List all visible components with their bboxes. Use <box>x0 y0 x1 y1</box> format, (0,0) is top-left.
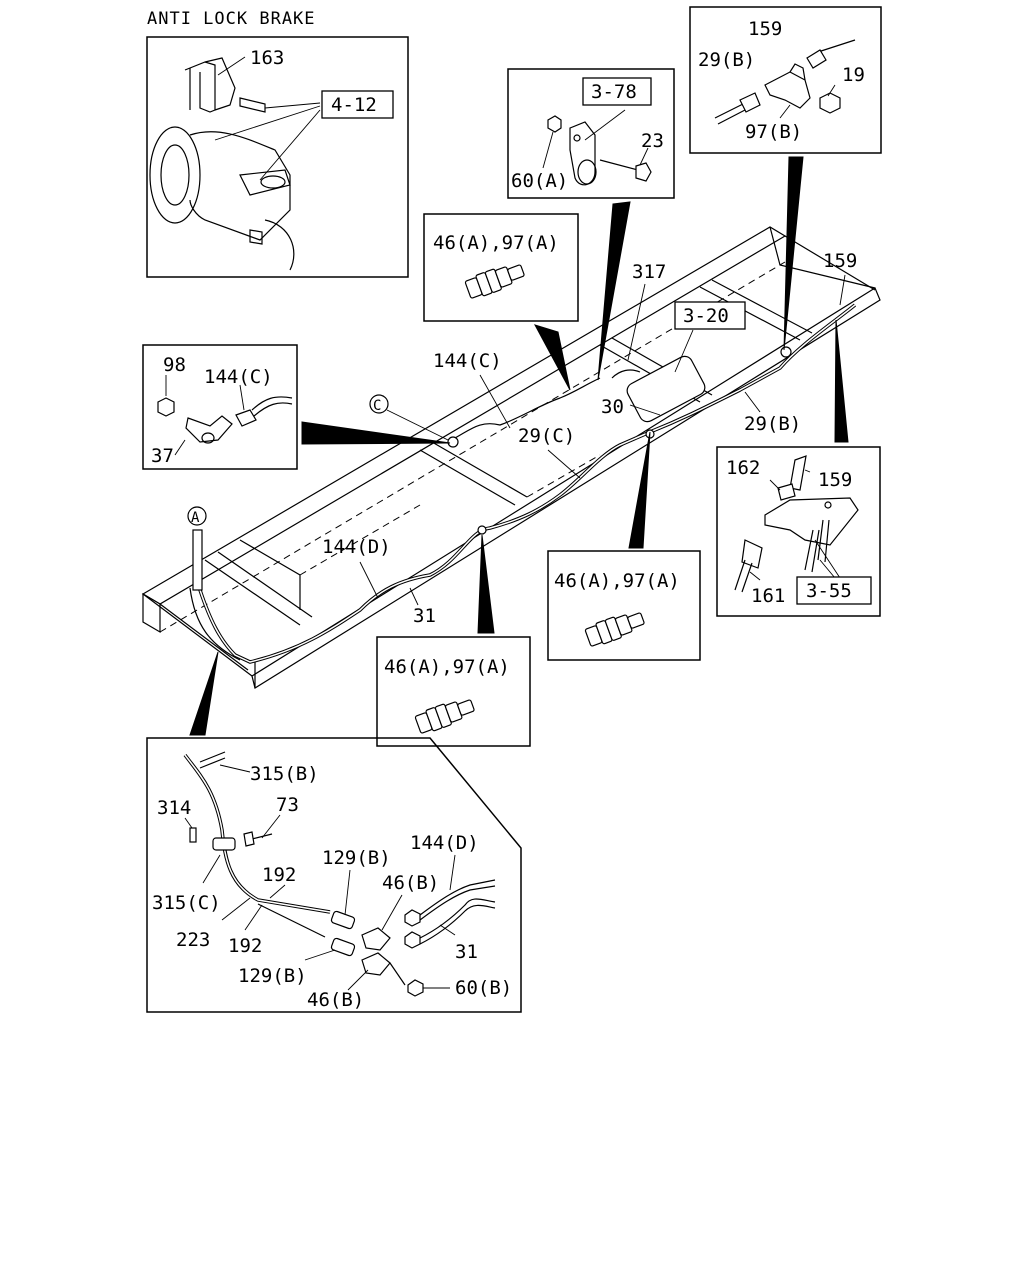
leader-wedges <box>189 156 849 736</box>
label-31-main: 31 <box>413 605 436 627</box>
label-31-detail: 31 <box>455 941 478 963</box>
label-29b-top: 29(B) <box>698 49 755 71</box>
label-144c-detail: 144(C) <box>204 366 273 388</box>
label-315b: 315(B) <box>250 763 319 785</box>
detail-tee-box: 159 29(B) 19 97(B) <box>689 6 882 154</box>
label-192-lower: 192 <box>228 935 262 957</box>
detail-union-2-box: 46(A),97(A) <box>547 550 701 661</box>
label-163: 163 <box>250 47 284 69</box>
label-129b-upper: 129(B) <box>322 847 391 869</box>
label-161: 161 <box>751 585 785 607</box>
label-129b-lower: 129(B) <box>238 965 307 987</box>
label-60a: 60(A) <box>511 170 568 192</box>
label-30: 30 <box>601 396 624 418</box>
label-73: 73 <box>276 794 299 816</box>
ref-4-12: 4-12 <box>331 94 377 116</box>
label-46a-97a-1: 46(A),97(A) <box>433 232 559 254</box>
label-60b: 60(B) <box>455 977 512 999</box>
label-315c: 315(C) <box>152 892 221 914</box>
detail-axle-box: 4-12 163 <box>146 36 409 278</box>
detail-union-3-box: 46(A),97(A) <box>376 636 531 747</box>
callout-a: A <box>191 510 200 526</box>
ref-3-55: 3-55 <box>806 580 852 602</box>
label-223: 223 <box>176 929 210 951</box>
label-46b-lower: 46(B) <box>307 989 364 1011</box>
label-97b: 97(B) <box>745 121 802 143</box>
label-46a-97a-2: 46(A),97(A) <box>554 570 680 592</box>
label-144c-main: 144(C) <box>433 350 502 372</box>
brake-pipe-route <box>189 303 857 664</box>
label-314: 314 <box>157 797 191 819</box>
ref-3-20: 3-20 <box>683 305 729 327</box>
label-162: 162 <box>726 457 760 479</box>
label-144d-main: 144(D) <box>322 536 391 558</box>
label-19: 19 <box>842 64 865 86</box>
label-317: 317 <box>632 261 666 283</box>
label-159-frame: 159 <box>823 250 857 272</box>
detail-junction-box: 315(B) 314 73 315(C) 192 129(B) 46(B) 14… <box>146 737 522 1013</box>
diagram-title: ANTI LOCK BRAKE <box>147 9 316 29</box>
label-46b-upper: 46(B) <box>382 872 439 894</box>
label-159-sensor: 159 <box>818 469 852 491</box>
detail-sensor-box: 162 159 161 3-55 <box>716 446 881 617</box>
chassis-frame <box>141 226 881 689</box>
label-192-upper: 192 <box>262 864 296 886</box>
label-29b-main: 29(B) <box>744 413 801 435</box>
label-23: 23 <box>641 130 664 152</box>
label-159-top: 159 <box>748 18 782 40</box>
label-46a-97a-3: 46(A),97(A) <box>384 656 510 678</box>
detail-clamp-box: 3-78 60(A) 23 <box>507 68 675 199</box>
detail-elbow-box: 98 144(C) 37 <box>142 344 298 470</box>
label-29c: 29(C) <box>518 425 575 447</box>
detail-union-1-box: 46(A),97(A) <box>423 213 579 322</box>
label-144d-detail: 144(D) <box>410 832 479 854</box>
label-37: 37 <box>151 445 174 467</box>
main-labels: 317 159 3-20 144(C) 30 29(C) 29(B) 144(D… <box>187 250 857 627</box>
label-98: 98 <box>163 354 186 376</box>
ref-3-78: 3-78 <box>591 81 637 103</box>
callout-c: C <box>373 398 381 414</box>
